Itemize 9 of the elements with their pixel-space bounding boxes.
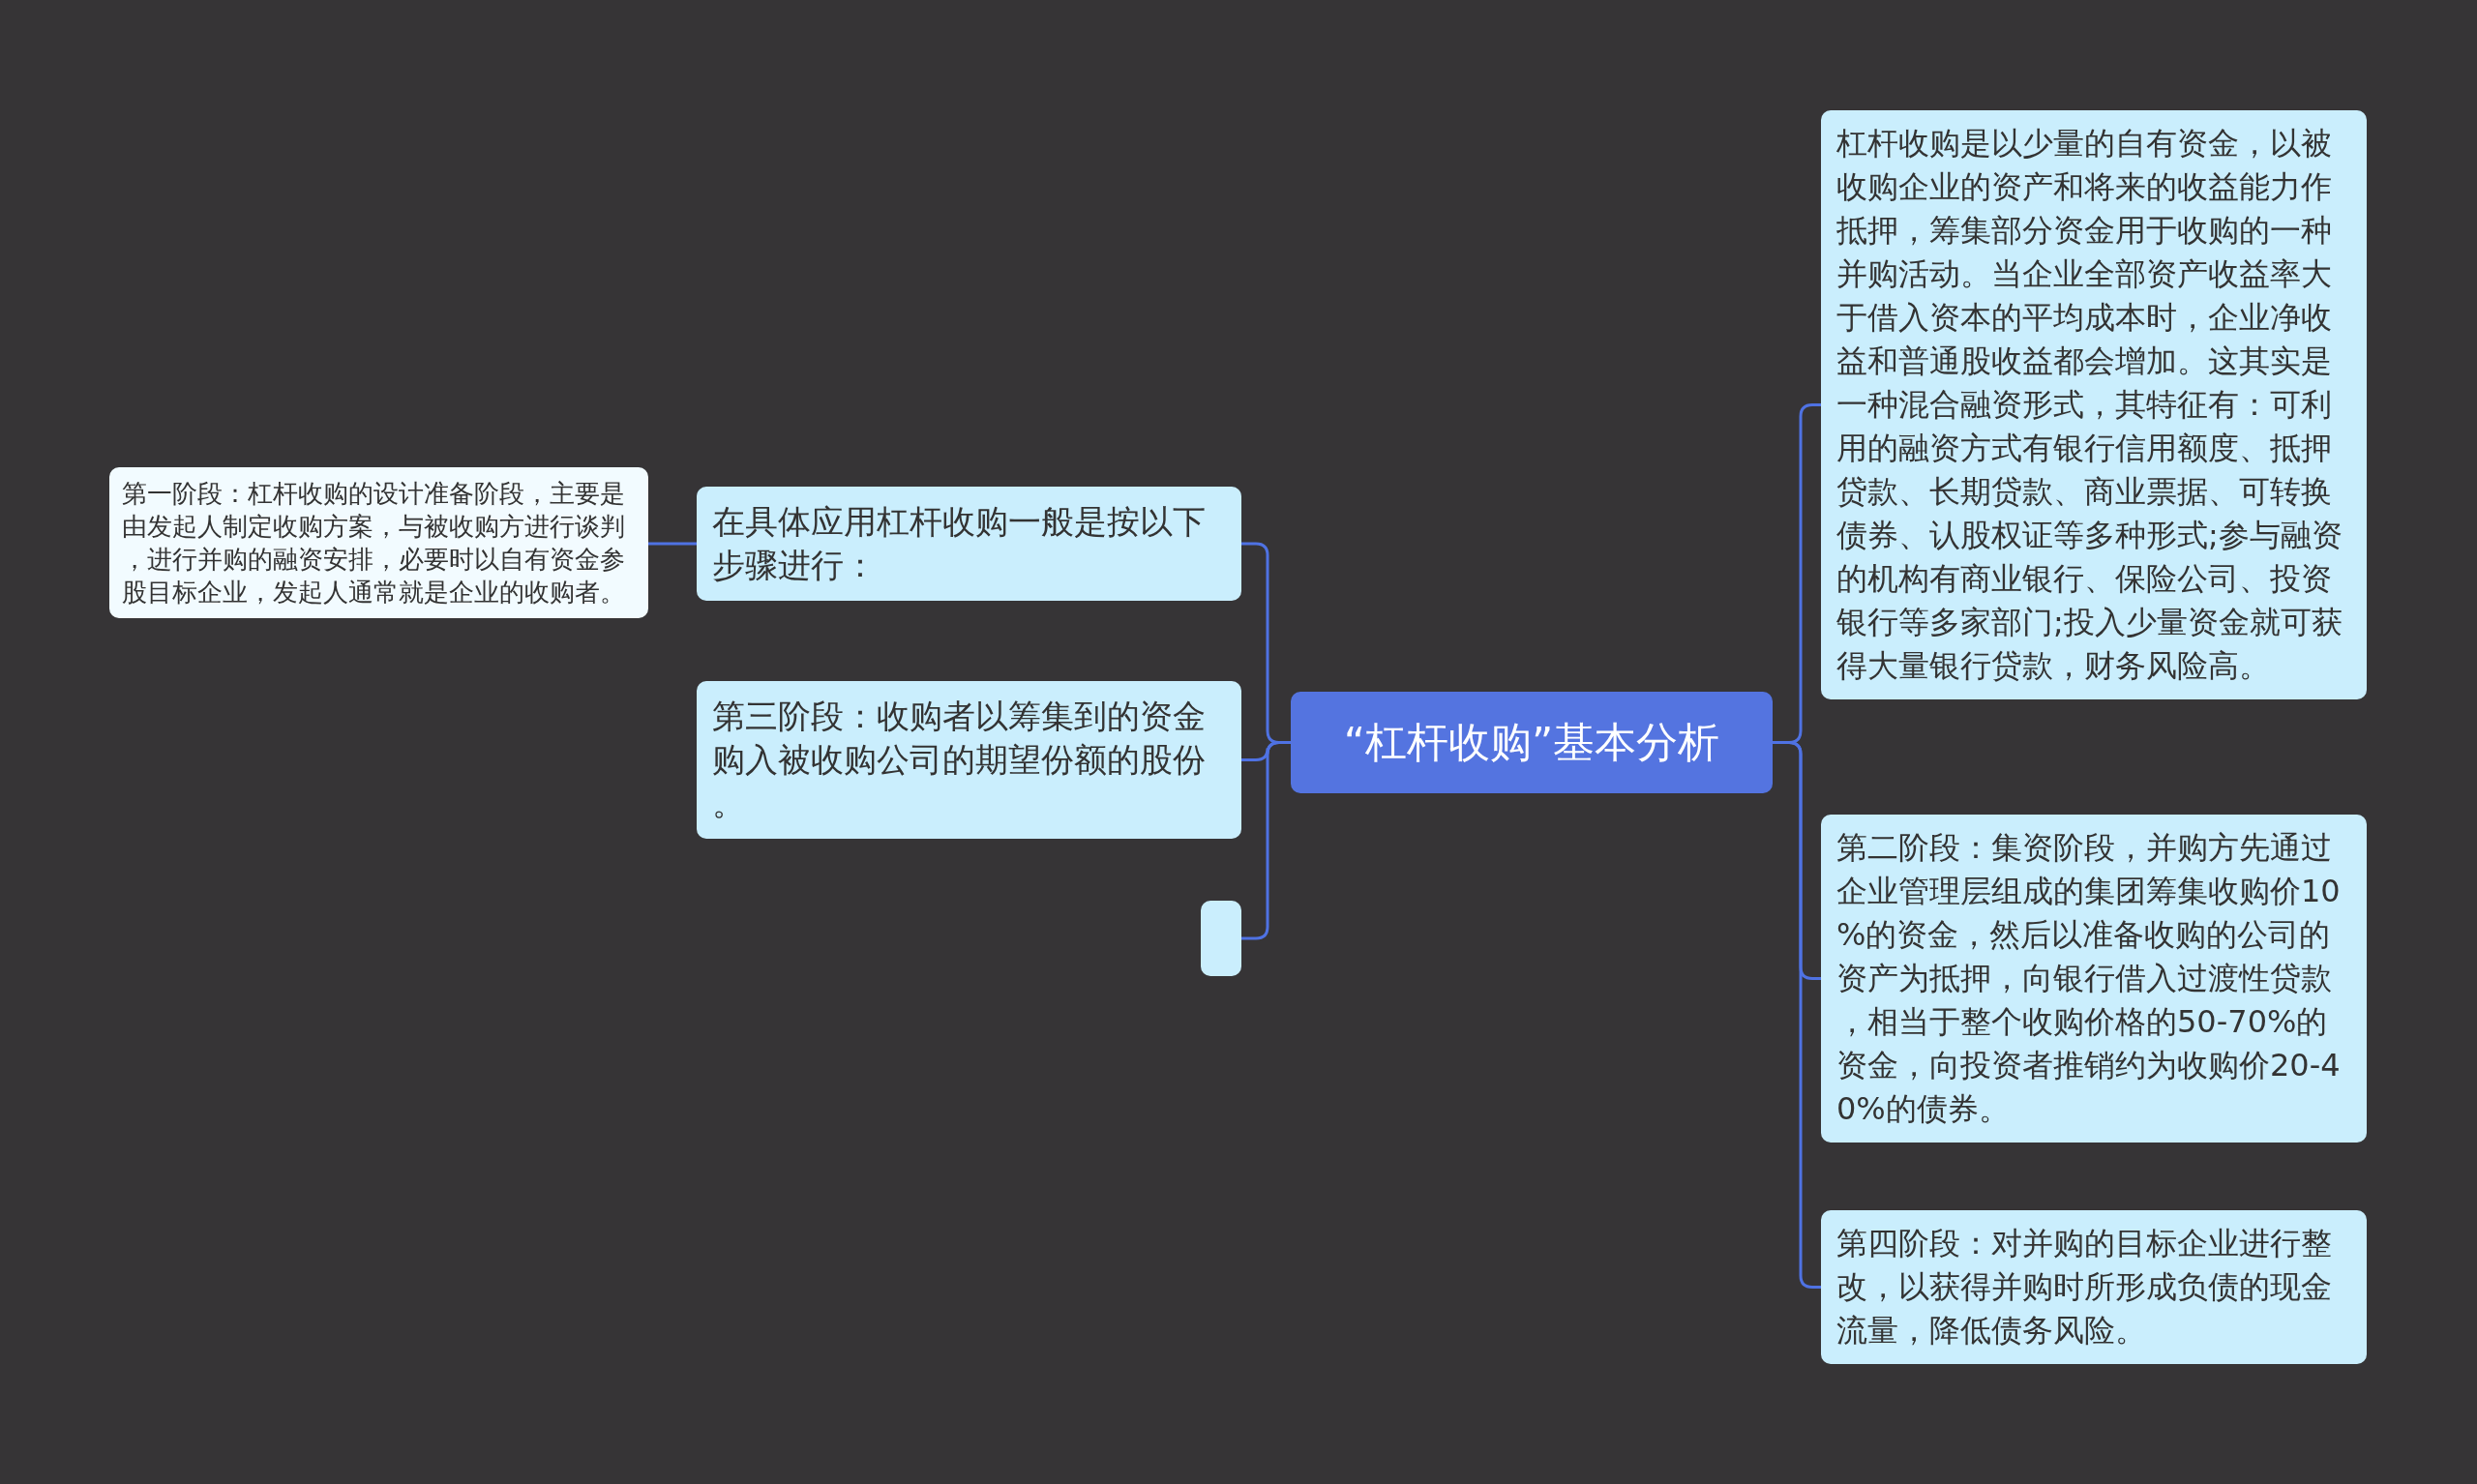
connector-line <box>648 542 697 546</box>
topic-box: “杠杆收购”基本分析 <box>1291 692 1773 793</box>
subtopic-box: 杠杆收购是以少量的自有资金，以被收购企业的资产和将来的收益能力作抵押，筹集部分资金用于收购的一种并购活动。当企业全部资产收益率大于借入资本的平均成本时，企业净收益和普通股收益都会增加。这其实是一种混合融资形式，其特征有：可利用的融资方式有银行信用额度、抵押贷款、长期贷款、商业票据、可转换债券、认股权证等多种形式;参与融资的机构有商业银行、保险公司、投资银行等多家部门;投入少量资金就可获得大量银行贷款，财务风险高。 <box>1821 110 2367 699</box>
subtopic-box: 第四阶段：对并购的目标企业进行整改，以获得并购时所形成负债的现金流量，降低债务风险。 <box>1821 1210 2367 1364</box>
note-box: 第一阶段：杠杆收购的设计准备阶段，主要是由发起人制定收购方案，与被收购方进行谈判，进行并购的融资安排，必要时以自有资金参股目标企业，发起人通常就是企业的收购者。 <box>109 467 648 618</box>
subtopic-box: 在具体应用杠杆收购一般是按以下步骤进行： <box>697 487 1241 601</box>
subtopic-box: 第二阶段：集资阶段，并购方先通过企业管理层组成的集团筹集收购价10%的资金，然后以准备收购的公司的资产为抵押，向银行借入过渡性贷款，相当于整个收购价格的50-70%的资金，向投资者推销约为收购价20-40%的债券。 <box>1821 815 2367 1143</box>
empty-box <box>1201 901 1241 976</box>
subtopic-box: 第三阶段：收购者以筹集到的资金购入被收购公司的期望份额的股份。 <box>697 681 1241 839</box>
